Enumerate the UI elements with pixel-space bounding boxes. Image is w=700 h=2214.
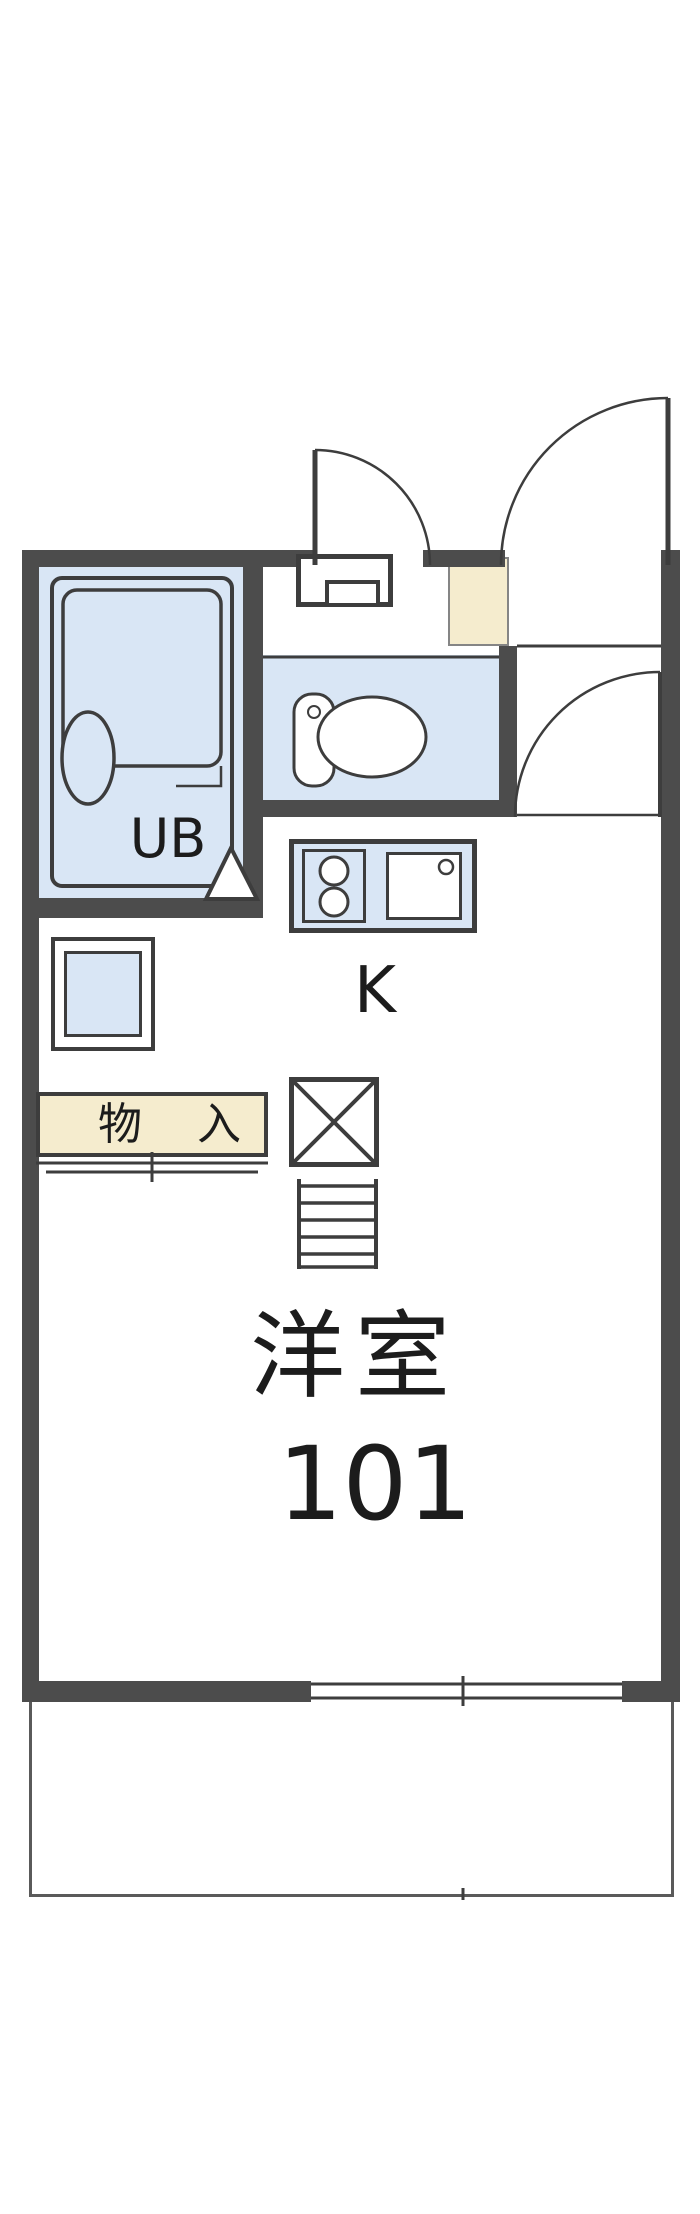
interior-door-swing-icon: [513, 670, 662, 818]
unit-bath-label: UB: [129, 807, 207, 870]
stove-area: [302, 849, 366, 923]
entry-door-swing-icon: [312, 448, 432, 566]
kitchen-sink: [386, 852, 462, 920]
wall-top-left: [22, 550, 315, 567]
main-room-label: 洋室: [249, 1302, 460, 1412]
room-number-label: 101: [277, 1424, 473, 1544]
wall-bath-right: [243, 567, 263, 918]
wall-left: [22, 550, 39, 1702]
wall-toilet-bottom: [243, 800, 517, 817]
storage-label: 物入: [98, 1098, 296, 1150]
wall-top-middle: [423, 550, 505, 567]
wall-bottom-left: [22, 1681, 311, 1702]
entry-step-inner: [325, 580, 380, 607]
wall-bath-bottom: [39, 898, 263, 918]
storage-closet: [36, 1092, 268, 1157]
wall-bottom-right: [622, 1681, 680, 1702]
kitchen-label: K: [354, 954, 396, 1028]
front-door-swing-icon: [499, 396, 671, 566]
steps-icon: [297, 1179, 378, 1269]
entry-mat: [448, 557, 509, 646]
wall-corridor-left: [499, 646, 517, 817]
toilet-room: [263, 655, 499, 800]
washer-pan-inner: [64, 951, 142, 1037]
wall-right: [661, 550, 680, 1702]
balcony: [29, 1702, 674, 1897]
